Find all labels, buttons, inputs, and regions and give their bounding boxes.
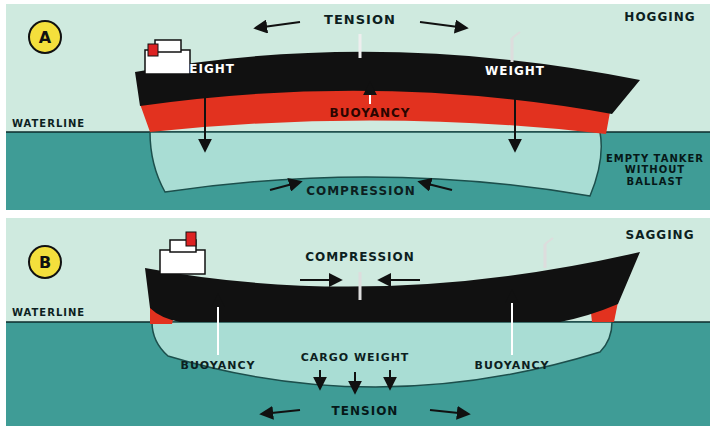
panel-letter: B <box>39 253 51 272</box>
diagram-label: WEIGHT <box>485 65 545 79</box>
diagram-label: COMPRESSION <box>305 251 415 265</box>
diagram-label: CARGO WEIGHT <box>301 352 410 365</box>
diagram-label: EMPTY TANKER WITHOUT BALLAST <box>605 153 705 188</box>
diagram-label: WATERLINE <box>12 307 85 319</box>
panel-letter: A <box>39 28 51 47</box>
diagram-label: COMPRESSION <box>306 185 416 199</box>
diagram-label: BUOYANCY <box>329 107 410 121</box>
diagram-label: WATERLINE <box>12 118 85 130</box>
panel-letter-circle: A <box>28 20 62 54</box>
diagram-label: SAGGING <box>626 229 695 243</box>
diagram-label: HOGGING <box>624 11 695 25</box>
diagram-label: BUOYANCY <box>475 360 550 373</box>
diagram-label: TENSION <box>324 13 396 28</box>
panel-letter-circle: B <box>28 245 62 279</box>
diagram-label: BUOYANCY <box>181 360 256 373</box>
diagram-label: WEIGHT <box>175 63 235 77</box>
diagram-label: TENSION <box>332 405 399 419</box>
